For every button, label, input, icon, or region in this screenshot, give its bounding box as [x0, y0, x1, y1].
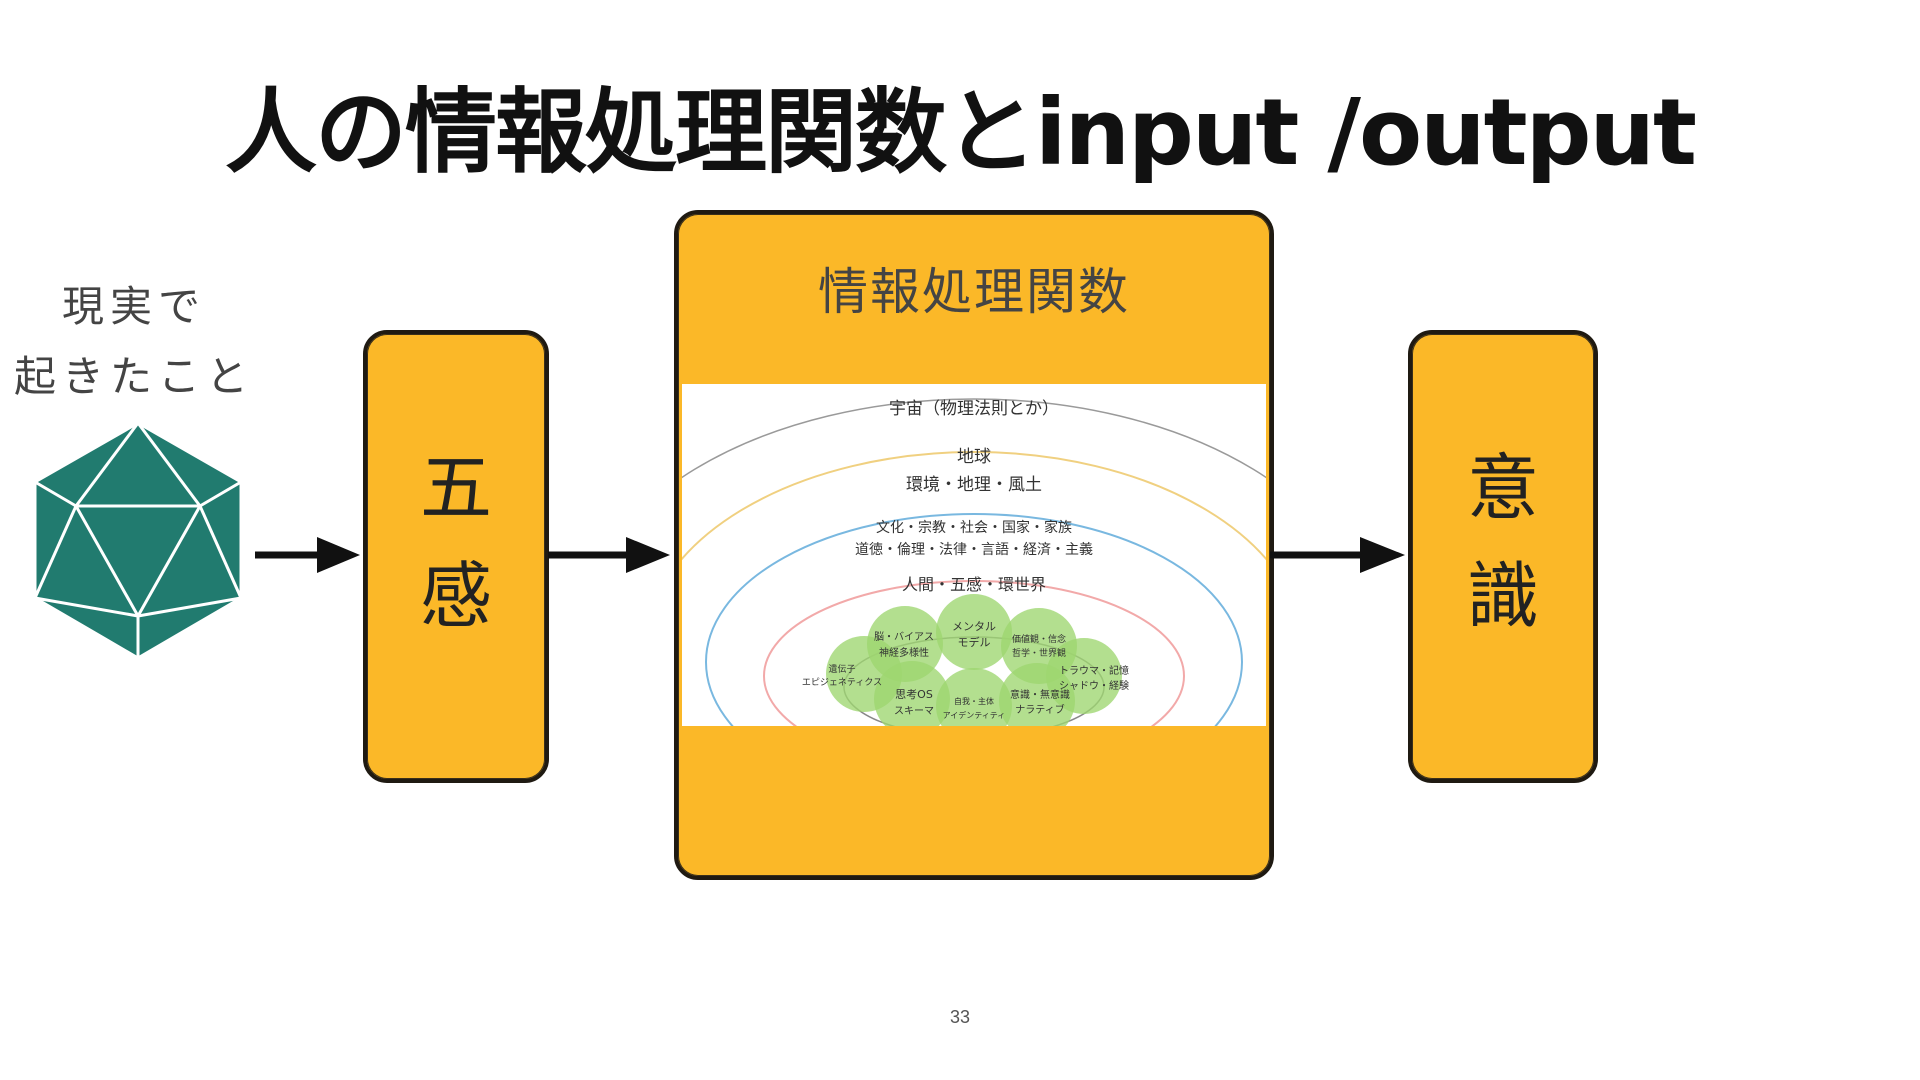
reality-label: 現実で 起きたこと — [14, 272, 254, 412]
five-senses-box: 五 感 — [363, 330, 549, 783]
circle-brain-label-2: 神経多様性 — [879, 646, 929, 659]
circle-thinking-os — [874, 661, 950, 726]
circle-os-label-2: スキーマ — [894, 706, 934, 717]
consciousness-label: 意 識 — [1412, 434, 1594, 650]
circle-self — [936, 668, 1012, 726]
earth-ring — [682, 451, 1266, 561]
consciousness-box: 意 識 — [1408, 330, 1598, 783]
layer-culture-1: 文化・宗教・社会・国家・家族 — [876, 519, 1072, 536]
five-senses-char-2: 感 — [419, 554, 492, 638]
circle-brain-label-1: 脳・バイアス — [874, 631, 934, 643]
reality-line-1: 現実で — [61, 282, 206, 331]
circle-mental-model — [936, 594, 1012, 670]
layers-diagram-svg: 宇宙（物理法則とか） 地球 環境・地理・風土 文化・宗教・社会・国家・家族 道徳… — [682, 398, 1266, 726]
reality-line-2: 起きたこと — [14, 352, 255, 401]
circle-conscious-label-2: ナラティブ — [1015, 703, 1064, 716]
circle-trauma-label-2: シャドウ・経験 — [1059, 679, 1129, 692]
layer-earth-1: 地球 — [957, 447, 991, 467]
arrow-senses-to-function — [548, 537, 670, 573]
circle-mental-label-2: モデル — [958, 635, 991, 649]
arrow-function-to-consciousness — [1270, 537, 1405, 573]
culture-ring — [705, 513, 1243, 726]
slide-title: 人の情報処理関数とinput /output — [224, 79, 1697, 186]
circle-genes-label-2: エピジェネティクス — [802, 677, 882, 688]
arrow-reality-to-senses — [255, 537, 360, 573]
circle-values-label-1: 価値観・信念 — [1012, 633, 1066, 645]
circle-self-label-1: 自我・主体 — [954, 696, 994, 706]
circle-consciousness — [999, 663, 1075, 726]
layer-universe: 宇宙（物理法則とか） — [889, 399, 1059, 419]
circle-trauma-label-1: トラウマ・記憶 — [1059, 664, 1129, 677]
circle-conscious-label-1: 意識・無意識 — [1010, 688, 1070, 701]
circle-self-label-2: アイデンティティ — [943, 710, 1006, 720]
layer-culture-2: 道徳・倫理・法律・言語・経済・主義 — [855, 541, 1093, 558]
five-senses-char-1: 五 — [419, 446, 492, 530]
consciousness-char-1: 意 — [1466, 446, 1539, 530]
processing-function-box: 情報処理関数 宇宙（物理法則とか） 地球 環境・地理・風土 文化・宗教・社会・国… — [674, 210, 1274, 880]
circle-mental-label-1: メンタル — [952, 620, 996, 633]
layer-earth-2: 環境・地理・風土 — [906, 475, 1042, 495]
page-number: 33 — [949, 1007, 971, 1027]
processing-function-title: 情報処理関数 — [818, 263, 1130, 321]
icosahedron-icon — [33, 421, 243, 660]
layers-diagram: 宇宙（物理法則とか） 地球 環境・地理・風土 文化・宗教・社会・国家・家族 道徳… — [682, 384, 1266, 726]
circle-genes-label-1: 遺伝子 — [828, 663, 855, 675]
layer-human: 人間・五感・環世界 — [902, 575, 1046, 594]
human-ring — [763, 580, 1185, 726]
five-senses-label: 五 感 — [367, 434, 545, 650]
universe-ring — [682, 398, 1266, 479]
consciousness-char-2: 識 — [1466, 554, 1539, 638]
circle-os-label-1: 思考OS — [895, 688, 933, 701]
circle-values-label-2: 哲学・世界観 — [1012, 647, 1066, 659]
